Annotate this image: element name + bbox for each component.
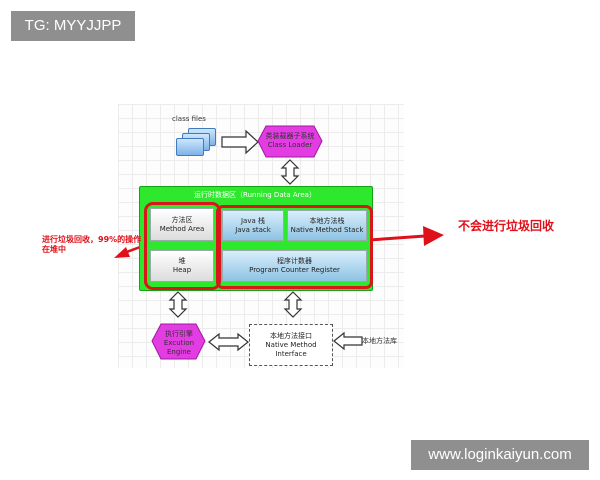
red-arrow-left-icon [114, 247, 130, 258]
pc-register-en: Program Counter Register [249, 266, 340, 274]
class-loader-cn: 类装载器子系统 [265, 132, 315, 140]
native-interface-en1: Native Method [265, 340, 317, 349]
right-annotation: 不会进行垃圾回收 [458, 219, 555, 233]
double-arrow-icon [208, 332, 249, 352]
engine-en1: Excution [163, 339, 195, 347]
method-area-cn: 方法区 [171, 215, 193, 224]
class-loader-en: Class Loader [267, 141, 313, 149]
left-annotation-line2: 在堆中 [42, 245, 66, 254]
double-arrow-icon [280, 159, 300, 185]
class-loader-label: 类装载器子系统 Class Loader [262, 132, 318, 150]
method-area-en: Method Area [159, 224, 205, 233]
method-area-box: 方法区 Method Area [150, 208, 214, 241]
watermark-bottom: www.loginkaiyun.com [411, 440, 589, 470]
native-interface-cn: 本地方法接口 [270, 331, 312, 340]
native-stack-en: Native Method Stack [290, 225, 364, 234]
native-interface-en2: Interface [275, 349, 307, 358]
left-annotation-line1: 进行垃圾回收，99%的操作 [42, 235, 142, 244]
runtime-area-title: 运行时数据区（Running Data Area） [194, 191, 316, 199]
left-annotation: 进行垃圾回收，99%的操作 在堆中 [42, 235, 150, 255]
native-stack-box: 本地方法栈 Native Method Stack [287, 210, 367, 241]
class-files-label: class files [172, 115, 206, 123]
engine-en2: Engine [167, 348, 191, 356]
native-interface-box: 本地方法接口 Native Method Interface [249, 324, 333, 366]
class-loader-hexagon [257, 125, 323, 158]
java-stack-en: Java stack [235, 225, 271, 234]
heap-cn: 堆 [178, 257, 186, 265]
java-stack-box: Java 栈 Java stack [222, 210, 284, 241]
native-stack-cn: 本地方法栈 [309, 216, 345, 225]
heap-en: Heap [172, 266, 192, 274]
native-library-label: 本地方法库 [362, 337, 397, 345]
arrow-right-icon [221, 129, 259, 155]
arrow-left-icon [333, 331, 363, 351]
java-stack-cn: Java 栈 [240, 216, 265, 225]
engine-hexagon [151, 323, 206, 360]
engine-cn: 执行引擎 [165, 330, 193, 338]
engine-label: 执行引擎 Excution Engine [154, 330, 204, 357]
pc-register-box: 程序计数器 Program Counter Register [222, 250, 367, 282]
no-gc-highlight-right [216, 205, 373, 289]
gc-highlight-left [144, 202, 221, 290]
class-files-icon [176, 128, 226, 158]
pc-register-cn: 程序计数器 [277, 257, 312, 265]
watermark-top: TG: MYYJJPP [11, 11, 135, 41]
double-arrow-icon [168, 291, 188, 318]
double-arrow-icon [283, 291, 303, 318]
heap-box: 堆 Heap [150, 250, 214, 282]
red-arrow-right-icon [423, 226, 444, 246]
